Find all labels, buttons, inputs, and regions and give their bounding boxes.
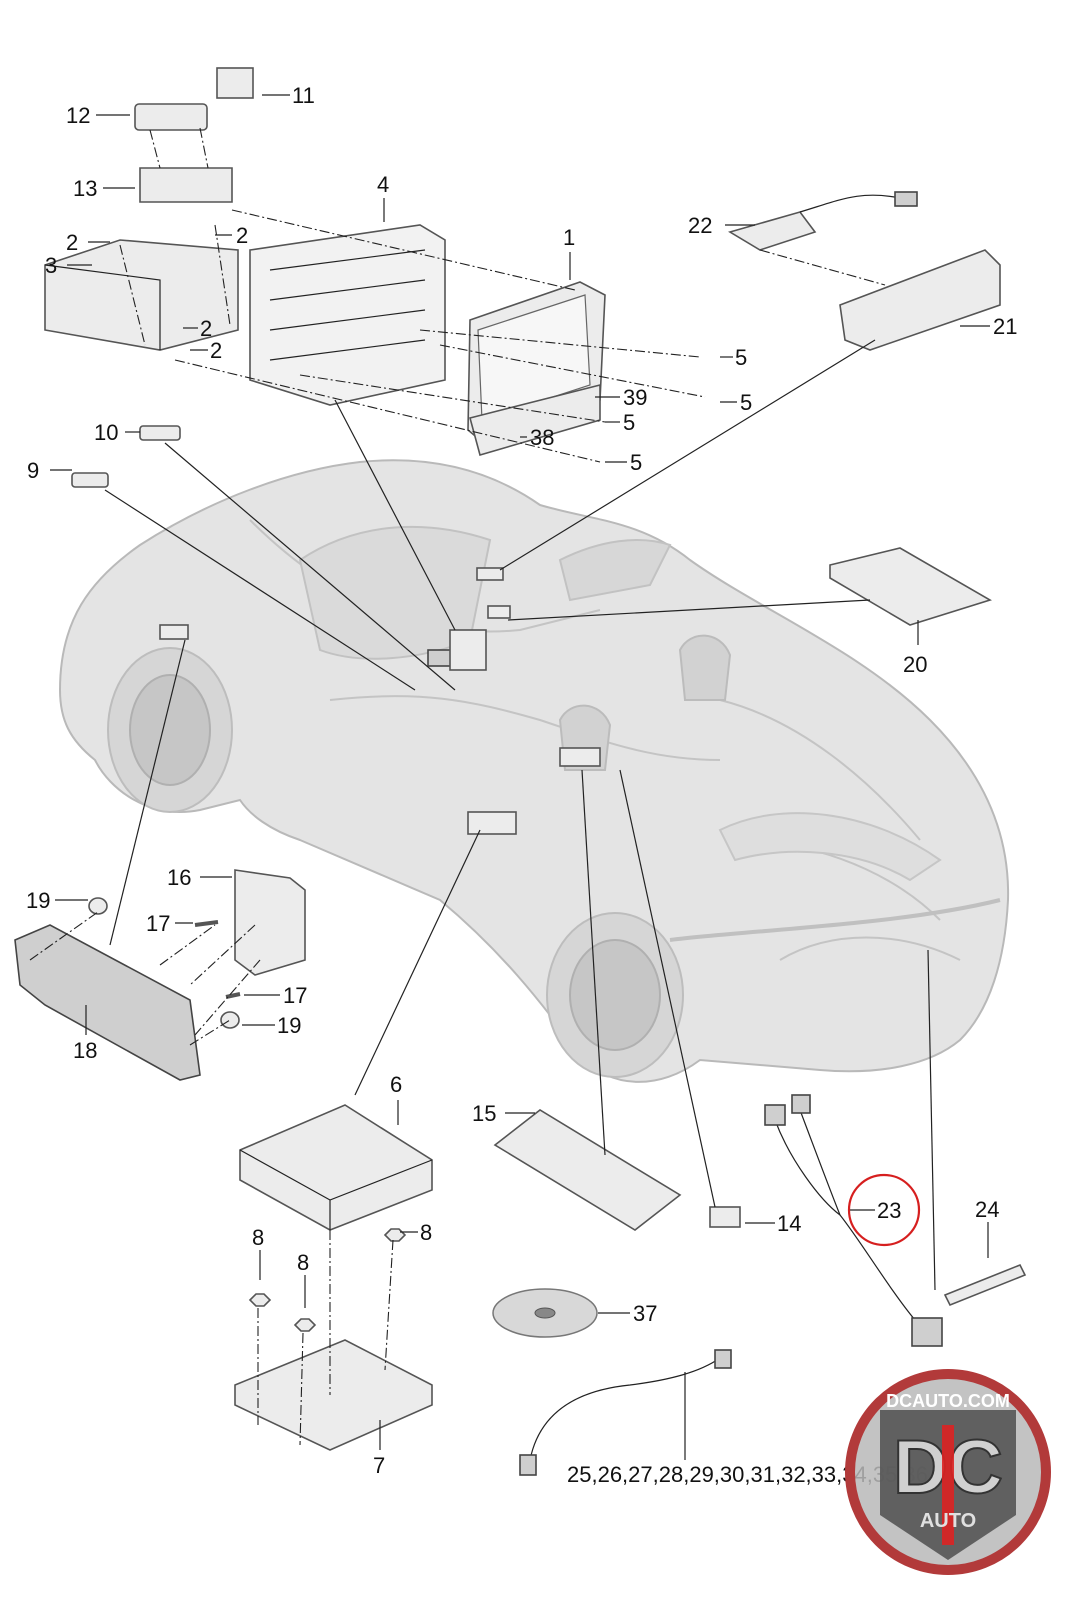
callout-14: 14: [777, 1211, 801, 1236]
part-13: [139, 167, 233, 203]
callout-4: 4: [377, 172, 389, 197]
dcauto-logo: DCAUTO.COM DC AUTO: [845, 1369, 1051, 1575]
callout-12: 12: [66, 103, 90, 128]
callout-2: 2: [200, 316, 212, 341]
callout-2: 2: [210, 338, 222, 363]
callout-8: 8: [420, 1220, 432, 1245]
highlight-ring-23: [847, 1173, 921, 1247]
part-9: [71, 472, 109, 488]
part-3: [44, 239, 239, 351]
callout-9: 9: [27, 458, 39, 483]
part-38-39: [469, 383, 601, 456]
part-7: [234, 1339, 433, 1451]
callout-11: 11: [292, 83, 315, 108]
leader-lines: [29, 94, 990, 1460]
part-15: [493, 1109, 682, 1231]
callout-5: 5: [740, 390, 752, 415]
callout-23: 23: [877, 1198, 901, 1223]
part-8b: [248, 1293, 272, 1307]
part-17b: [225, 992, 241, 999]
part-10: [139, 425, 181, 441]
callout-18: 18: [73, 1038, 97, 1063]
car-body: [58, 459, 1010, 1083]
part-21: [839, 249, 1001, 351]
callout-39: 39: [623, 385, 647, 410]
callout-16: 16: [167, 865, 191, 890]
part-6: [239, 1104, 433, 1231]
callout-38: 38: [530, 425, 554, 450]
callout-2: 2: [236, 223, 248, 248]
part-17a: [194, 920, 219, 927]
callout-2: 2: [66, 230, 78, 255]
callout-8: 8: [297, 1250, 309, 1275]
part-12: [134, 103, 208, 131]
part-24: [943, 1263, 1027, 1307]
callout-5: 5: [623, 410, 635, 435]
callout-15: 15: [472, 1101, 496, 1126]
part-20: [829, 547, 992, 626]
callout-22: 22: [688, 213, 712, 238]
svg-text:AUTO: AUTO: [920, 1510, 976, 1532]
callout-19: 19: [277, 1013, 301, 1038]
part-18: [14, 924, 201, 1081]
callout-17: 17: [283, 983, 307, 1008]
part-8a: [383, 1228, 407, 1242]
callout-10: 10: [94, 420, 118, 445]
callout-1: 1: [563, 225, 575, 250]
part-23-cable: [774, 1119, 916, 1321]
callout-8: 8: [252, 1225, 264, 1250]
callout-3: 3: [45, 253, 57, 278]
callout-6: 6: [390, 1072, 402, 1097]
part-19a: [88, 897, 108, 915]
callout-24: 24: [975, 1197, 999, 1222]
parts: [14, 67, 1027, 1476]
part-22: [728, 211, 817, 251]
part-11: [216, 67, 254, 99]
callout-13: 13: [73, 176, 97, 201]
callout-19: 19: [26, 888, 50, 913]
part-25-36-cable: [529, 1357, 721, 1461]
part-19b: [220, 1011, 240, 1029]
callout-17: 17: [146, 911, 170, 936]
callout-37: 37: [633, 1301, 657, 1326]
callout-5: 5: [735, 345, 747, 370]
part-14: [709, 1206, 741, 1228]
callout-20: 20: [903, 652, 927, 677]
part-16: [234, 869, 306, 976]
callout-21: 21: [993, 314, 1017, 339]
part-4: [249, 224, 446, 406]
callout-5: 5: [630, 450, 642, 475]
callout-7: 7: [373, 1453, 385, 1478]
part-8c: [293, 1318, 317, 1332]
svg-text:DCAUTO.COM: DCAUTO.COM: [886, 1391, 1010, 1411]
